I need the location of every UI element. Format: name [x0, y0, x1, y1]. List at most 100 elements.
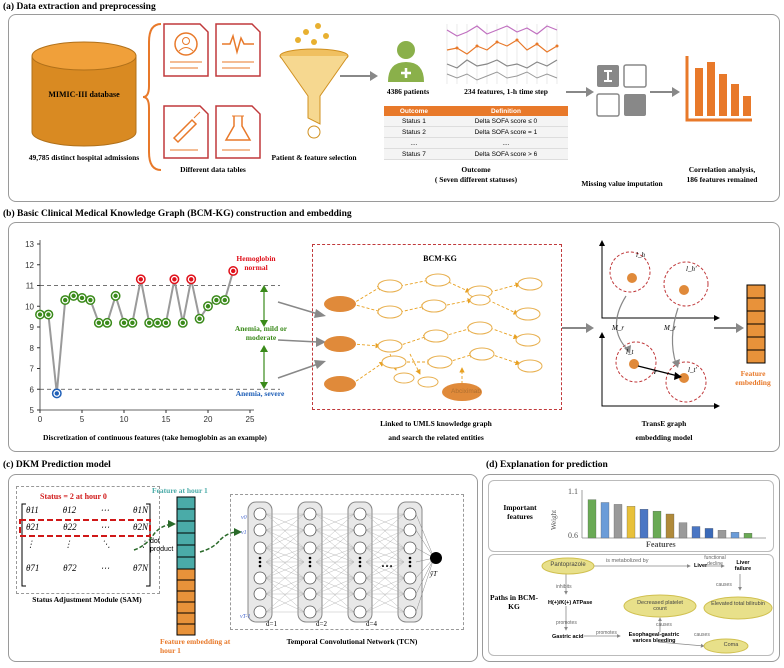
data-point-core: [197, 316, 202, 321]
tcn-node: [353, 523, 367, 537]
feature-embedding-label: Feature embedding: [735, 369, 771, 387]
transe-lt2: l_t': [688, 366, 697, 374]
node-elevated-bilirubin: Elevated total bilirubin: [711, 601, 765, 607]
feature-bar: [743, 533, 753, 539]
arrow-b2: [714, 323, 744, 333]
definition-header: Definition: [443, 106, 568, 116]
tcn-dots: [408, 560, 412, 564]
x-tick-label: 25: [246, 415, 255, 424]
table-cell: Delta SOFA score = 1: [443, 126, 568, 138]
tcn-d4: d=4: [366, 620, 377, 628]
features-trend-icon: [443, 20, 565, 86]
tcn-node: [253, 523, 267, 537]
table-cell: Status 1: [384, 116, 444, 127]
tcn-network: [247, 501, 442, 623]
paths-label: Paths in BCM-KG: [490, 593, 538, 611]
matrix-brackets: [19, 503, 151, 587]
tcn-dots: [408, 564, 412, 568]
feature-bar: [639, 509, 649, 539]
document-flask-icon: [215, 105, 261, 159]
feature-bar: [613, 504, 623, 539]
tcn-box: [230, 494, 464, 630]
kg-caption-1: Linked to UMLS knowledge graph: [380, 419, 492, 428]
tcn-node: [353, 587, 367, 601]
y-tick-label: 5: [30, 406, 35, 415]
document-syringe-icon: [163, 105, 209, 159]
data-point-core: [46, 312, 51, 317]
patients-label: 4386 patients: [386, 87, 430, 96]
matrix-cell: ⋮: [63, 539, 73, 549]
tcn-node: [353, 507, 367, 521]
tcn-node: [303, 541, 317, 555]
admissions-label: 49,785 distinct hospital admissions: [28, 153, 140, 162]
document-waveform-icon: [215, 23, 261, 77]
matrix-cell: θ72: [63, 563, 77, 573]
feature-bar: [678, 522, 688, 539]
tables-label: Different data tables: [180, 165, 246, 174]
y-tick-label: 6: [30, 385, 35, 394]
tcn-edge: [265, 561, 305, 595]
table-cell: Status 2: [384, 126, 444, 138]
matrix-cell: θ21: [26, 522, 40, 532]
arrow-a3: [650, 87, 680, 97]
tcn-node: [303, 571, 317, 585]
tcn-edge: [365, 529, 405, 549]
edge-promotes-2: promotes: [596, 630, 617, 636]
matrix-cell: ⋮: [26, 539, 35, 549]
tcn-node: [253, 541, 267, 555]
node-liver-failure: Liver failure: [734, 560, 752, 573]
node-liver: Liver: [694, 563, 708, 569]
correlation-chart-icon: [685, 56, 752, 122]
y-tick-label: 7: [30, 365, 35, 374]
tcn-node: [303, 523, 317, 537]
table-cell: Delta SOFA score > 6: [443, 148, 568, 160]
y-tick-label: 13: [25, 240, 34, 249]
node-pantoprazole: Pantoprazole: [550, 562, 586, 568]
tcn-edge: [265, 561, 305, 579]
data-point-core: [222, 297, 227, 303]
data-point-core: [205, 304, 211, 309]
dot-product-label: dot product: [150, 538, 174, 553]
data-point-core: [163, 320, 169, 326]
edge-causes-1: causes: [716, 582, 732, 588]
matrix-cell: θ22: [63, 522, 77, 532]
data-point-core: [138, 277, 143, 282]
node-gastric-acid: Gastric acid: [552, 634, 584, 640]
kg-paths-diagram: [541, 557, 773, 654]
feature-vector: [176, 496, 196, 636]
anemia-mild-label: Anemia, mild or moderate: [234, 324, 288, 342]
edge-inhibits: inhibits: [556, 584, 572, 590]
panel-b-title: (b) Basic Clinical Medical Knowledge Gra…: [3, 209, 352, 219]
tcn-label: Temporal Convolutional Network (TCN): [286, 637, 418, 646]
feature-bar: [665, 513, 675, 539]
panel-b: [8, 222, 780, 452]
tcn-dots: [258, 564, 262, 568]
document-patient-icon: [163, 23, 209, 77]
node-coma: Coma: [723, 642, 739, 648]
node-decreased-platelet: Decreased platelet count: [637, 600, 683, 613]
y-tick-label: 9: [30, 323, 35, 332]
transe-caption-2: embedding model: [635, 433, 693, 442]
embedding-vector: [746, 284, 766, 364]
tcn-node: [253, 571, 267, 585]
tcn-d1: d=1: [266, 620, 277, 628]
panel-d-title: (d) Explanation for prediction: [486, 460, 608, 470]
y-tick-label: 12: [25, 261, 34, 270]
panel-c-title: (c) DKM Prediction model: [3, 460, 111, 470]
kg-caption-2: and search the related entities: [388, 433, 484, 442]
tcn-edge: [315, 513, 355, 531]
hemoglobin-normal-label: Hemoglobin normal: [236, 254, 276, 272]
tcn-output-edge: [415, 557, 435, 595]
funnel-icon: [279, 23, 349, 139]
correlation-label: Correlation analysis,: [688, 165, 756, 174]
tcn-dots: [358, 564, 362, 568]
kg-entity-label: Abciximab: [451, 388, 481, 395]
data-point-core: [121, 320, 127, 326]
transe-caption-1: TransE graph: [641, 419, 687, 428]
data-point-core: [96, 320, 102, 326]
tcn-edge: [315, 593, 355, 613]
paths-box: [488, 554, 774, 656]
tcn-edge: [265, 577, 305, 613]
feature-bar: [587, 499, 597, 539]
